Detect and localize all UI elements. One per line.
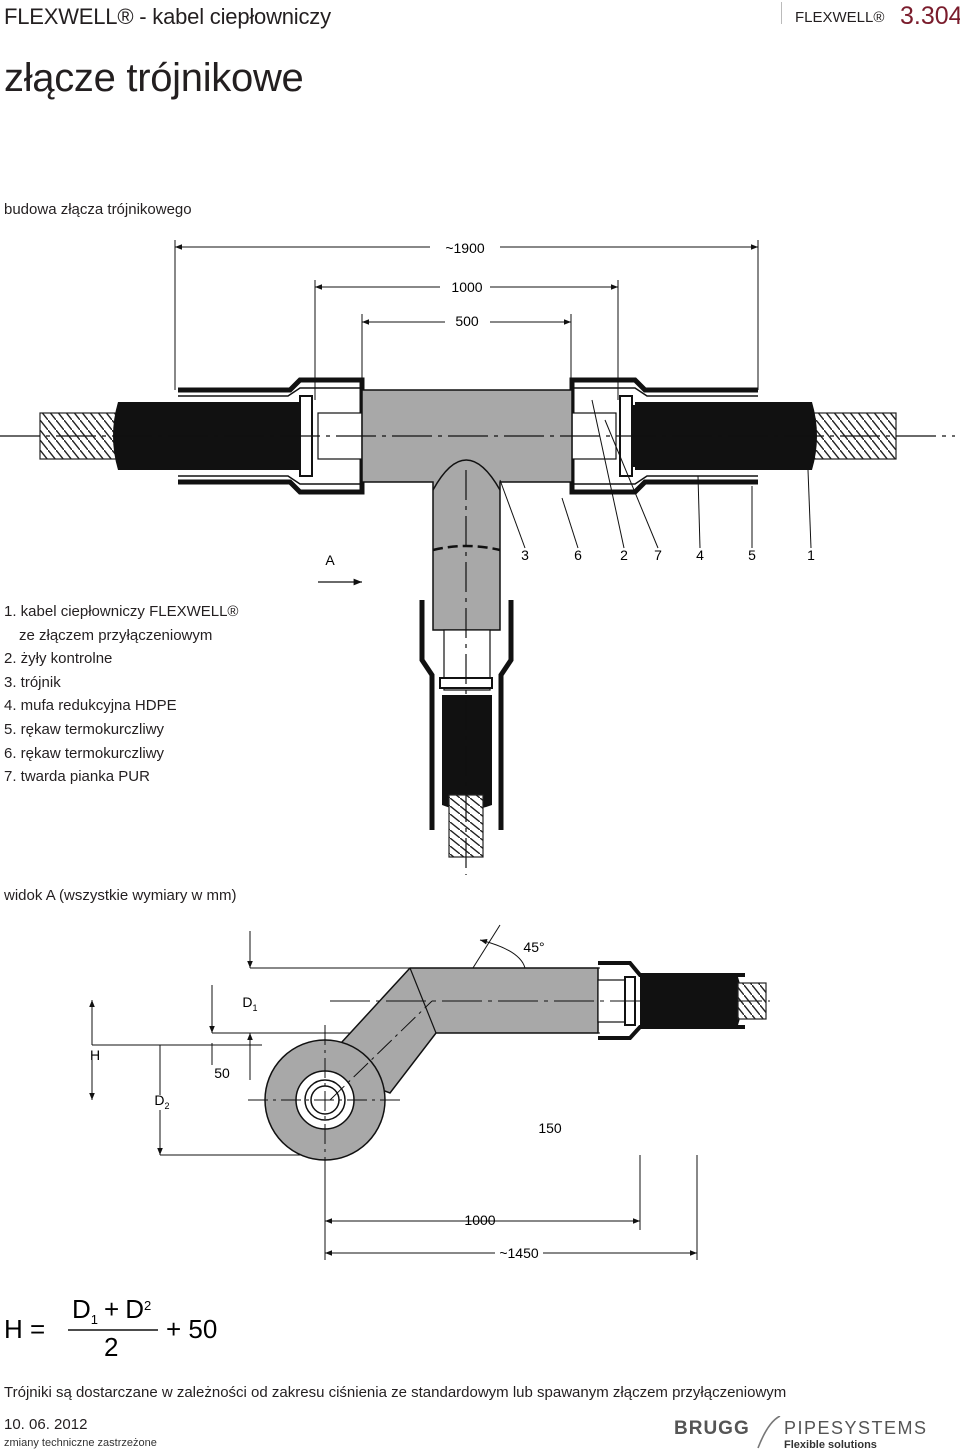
dim-1900: ~1900: [445, 240, 485, 256]
legend-item-5: 5. rękaw termokurczliwy: [4, 720, 165, 738]
cable-branch: [442, 695, 492, 810]
legend-item-4: 4. mufa redukcyjna HDPE: [4, 697, 177, 715]
formula-rhs: + 50: [166, 1314, 217, 1344]
legend-item-3: 3. trójnik: [4, 673, 61, 691]
formula-denominator: 2: [104, 1332, 118, 1362]
dim-500: 500: [455, 313, 479, 329]
legend-item-1-cont: ze złączem przyłączeniowym: [19, 626, 213, 644]
section-title-structure: budowa złącza trójnikowego: [4, 201, 192, 218]
legend-item-7: 7. twarda pianka PUR: [4, 768, 150, 786]
callout-7: 7: [654, 547, 662, 563]
footer-date: 10. 06. 2012: [4, 1416, 88, 1433]
view-label-a: A: [325, 552, 335, 568]
header-title: FLEXWELL® - kabel ciepłowniczy: [4, 4, 331, 29]
legend-item-2: 2. żyły kontrolne: [4, 650, 113, 668]
tee-joint-drawing: ~1900 1000 500 A: [0, 236, 955, 875]
tee-body: [361, 389, 573, 631]
cable-right: [635, 402, 817, 470]
brugg-logo: BRUGG PIPESYSTEMS Flexible solutions: [674, 1416, 928, 1451]
dim-1450-label: ~1450: [499, 1245, 539, 1261]
logo-pipesystems: PIPESYSTEMS: [784, 1418, 928, 1438]
view-a-drawing: 45° D1 H 50 D2 150 1000 ~1450: [89, 924, 770, 1262]
d2-label: D2: [154, 1092, 169, 1111]
h-label: H: [90, 1047, 100, 1063]
dim-50-label: 50: [214, 1065, 230, 1081]
footer-note: Trójniki są dostarczane w zależności od …: [4, 1384, 787, 1401]
header-divider: [781, 2, 782, 24]
dim-1000-label: 1000: [464, 1212, 495, 1228]
callout-3: 3: [521, 547, 529, 563]
angle-label: 45°: [523, 939, 544, 955]
logo-brugg: BRUGG: [674, 1418, 750, 1439]
dim-1000: 1000: [451, 279, 482, 295]
legend-item-1: 1. kabel ciepłowniczy FLEXWELL®: [4, 603, 239, 620]
section-title-view-a: widok A (wszystkie wymiary w mm): [4, 887, 237, 904]
legend-item-6: 6. rękaw termokurczliwy: [4, 744, 165, 762]
callout-5: 5: [748, 547, 756, 563]
header-brand: FLEXWELL®: [795, 9, 885, 26]
formula: H = D1+D2 2 + 50: [4, 1294, 217, 1362]
dim-150-label: 150: [538, 1120, 562, 1136]
callout-6: 6: [574, 547, 582, 563]
callout-4: 4: [696, 547, 704, 563]
d1-label: D1: [242, 994, 257, 1013]
callout-2: 2: [620, 547, 628, 563]
logo-tagline: Flexible solutions: [784, 1439, 877, 1451]
legend: 1. kabel ciepłowniczy FLEXWELL® ze złącz…: [4, 600, 239, 789]
formula-numerator: D1+D2: [72, 1294, 151, 1327]
page-number: 3.304: [900, 2, 960, 30]
page-title: złącze trójnikowe: [4, 56, 304, 100]
callout-1: 1: [807, 547, 815, 563]
formula-lhs: H =: [4, 1314, 45, 1344]
footer-changes: zmiany techniczne zastrzeżone: [4, 1437, 157, 1449]
